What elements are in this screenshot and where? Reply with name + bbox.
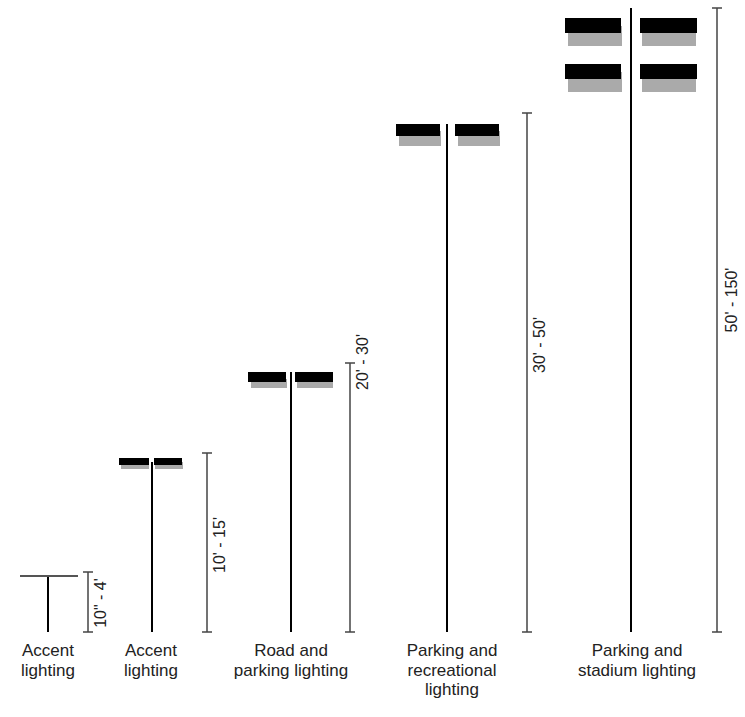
pole-type-label: Accent lighting bbox=[8, 641, 88, 680]
pole-type-label: Parking and recreational lighting bbox=[384, 641, 520, 700]
pole-type-label: Parking and stadium lighting bbox=[569, 641, 705, 680]
pole-type-label: Accent lighting bbox=[111, 641, 191, 680]
accent-arm bbox=[20, 576, 78, 577]
poles bbox=[48, 8, 631, 632]
height-dimension: 50' - 150' bbox=[723, 268, 741, 333]
height-dimension: 10" - 4' bbox=[92, 578, 110, 628]
luminaires bbox=[119, 18, 697, 469]
height-dimension: 10' - 15' bbox=[211, 517, 229, 573]
height-dimension: 30' - 50' bbox=[531, 317, 549, 373]
dimension-lines bbox=[83, 8, 722, 632]
height-dimension: 20' - 30' bbox=[354, 334, 372, 390]
pole-type-label: Road and parking lighting bbox=[232, 641, 350, 680]
